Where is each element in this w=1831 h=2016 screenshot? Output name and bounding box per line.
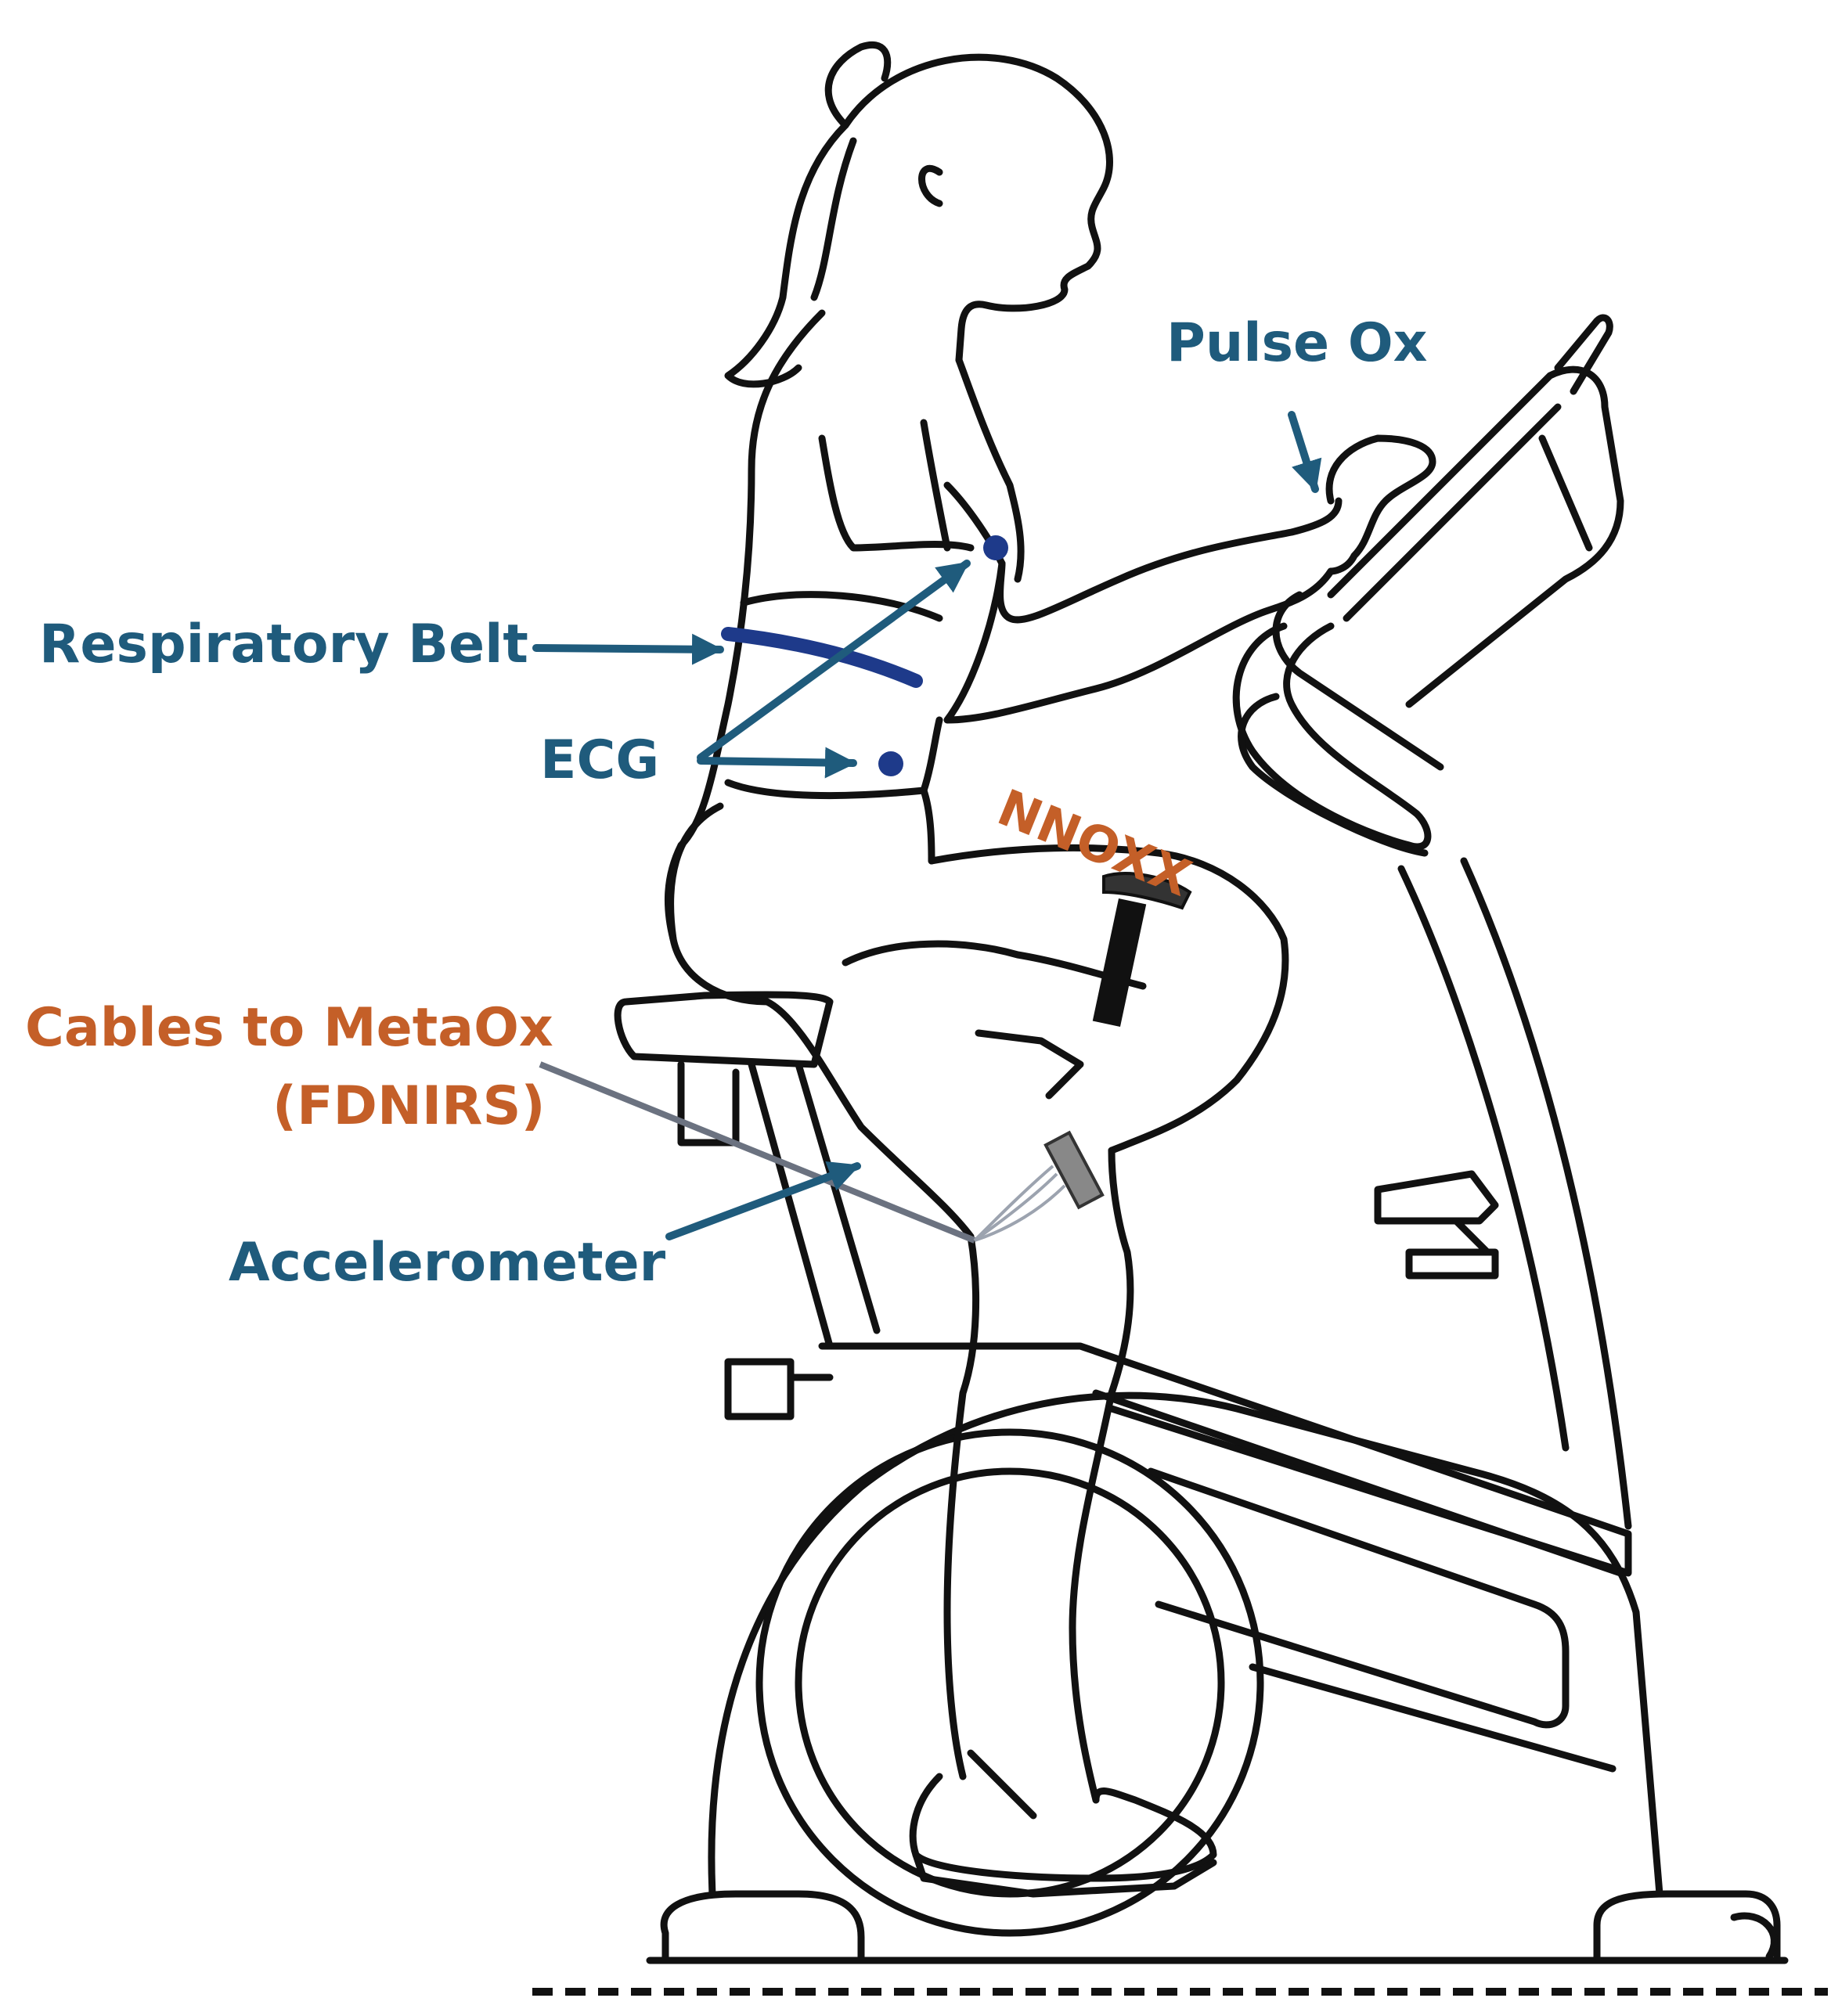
label-respiratory-belt: Respiratory Belt (39, 614, 528, 675)
accelerometer-icon (1043, 1130, 1105, 1210)
ecg-electrode-icon (983, 535, 1008, 560)
arrow-icon (665, 1161, 861, 1240)
label-cables-line1: Cables to MetaOx (25, 997, 553, 1059)
arrow-icon (532, 633, 724, 665)
respiratory-belt-band (721, 627, 923, 688)
arrow-icon (697, 560, 971, 761)
nnoxx-sensor-icon (1092, 872, 1192, 1027)
annotation-arrows (532, 411, 1322, 1240)
label-accelerometer: Accelerometer (229, 1232, 666, 1294)
exercise-bike (614, 314, 1789, 1964)
arrow-icon (1288, 411, 1322, 493)
label-cables-line2: (FDNIRS) (272, 1075, 546, 1137)
metaox-cables (539, 1061, 1066, 1244)
label-ecg: ECG (540, 729, 660, 791)
ecg-electrode-icon (878, 751, 903, 776)
label-pulse-ox: Pulse Ox (1166, 312, 1428, 374)
arrow-icon (697, 747, 857, 779)
